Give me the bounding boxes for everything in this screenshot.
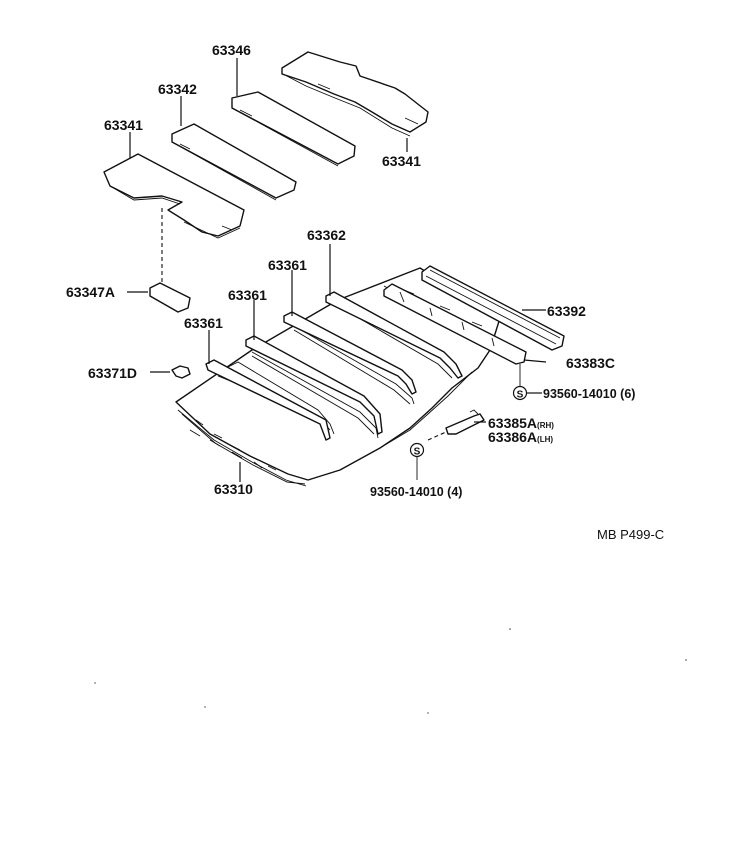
part-63347a-block <box>149 282 191 313</box>
label-93560-6: 93560-14010 (6) <box>543 387 635 401</box>
label-63346: 63346 <box>212 42 251 58</box>
roof-panel-63342 <box>171 123 297 201</box>
label-63347a: 63347A <box>66 284 115 300</box>
label-63341-rear: 63341 <box>382 153 421 169</box>
label-63341-front: 63341 <box>104 117 143 133</box>
label-63361-a: 63361 <box>268 257 307 273</box>
label-63392: 63392 <box>547 303 586 319</box>
label-63342: 63342 <box>158 81 197 97</box>
label-63362: 63362 <box>307 227 346 243</box>
label-63386a: 63386A(LH) <box>488 429 553 445</box>
screw-symbol: S <box>517 390 524 401</box>
bracket-63385a-63386a <box>445 409 485 435</box>
screw-marker-93560-4: S <box>409 442 425 480</box>
roof-headlining-63310 <box>175 267 501 487</box>
roof-bow-63361-third <box>283 311 417 395</box>
scan-speck <box>685 659 687 661</box>
roof-bow-63362 <box>325 291 463 379</box>
diagram-reference-code: MB P499-C <box>597 527 664 542</box>
rear-rail-63392 <box>421 265 565 351</box>
scan-speck <box>509 628 511 630</box>
roof-bow-63361-front <box>205 359 331 441</box>
screw-marker-93560-6: S <box>512 364 528 401</box>
label-63310: 63310 <box>214 481 253 497</box>
roof-panel-63341-rear <box>281 51 429 137</box>
screw-symbol: S <box>414 447 421 458</box>
rail-63383c <box>383 283 527 365</box>
roof-bow-63361-second <box>245 335 383 435</box>
label-63385a: 63385A(RH) <box>488 415 554 431</box>
dashed-link-bracket <box>427 431 447 441</box>
label-93560-4: 93560-14010 (4) <box>370 485 462 499</box>
scan-speck <box>427 712 429 714</box>
roof-panel-63341-front <box>103 153 245 239</box>
scan-speck <box>94 682 96 684</box>
clip-63371d <box>171 365 191 379</box>
roof-panel-63346 <box>231 91 356 167</box>
label-63383c: 63383C <box>566 355 615 371</box>
label-63361-c: 63361 <box>184 315 223 331</box>
label-63371d: 63371D <box>88 365 137 381</box>
leader-63383c <box>523 359 547 363</box>
label-63361-b: 63361 <box>228 287 267 303</box>
scan-speck <box>204 706 206 708</box>
